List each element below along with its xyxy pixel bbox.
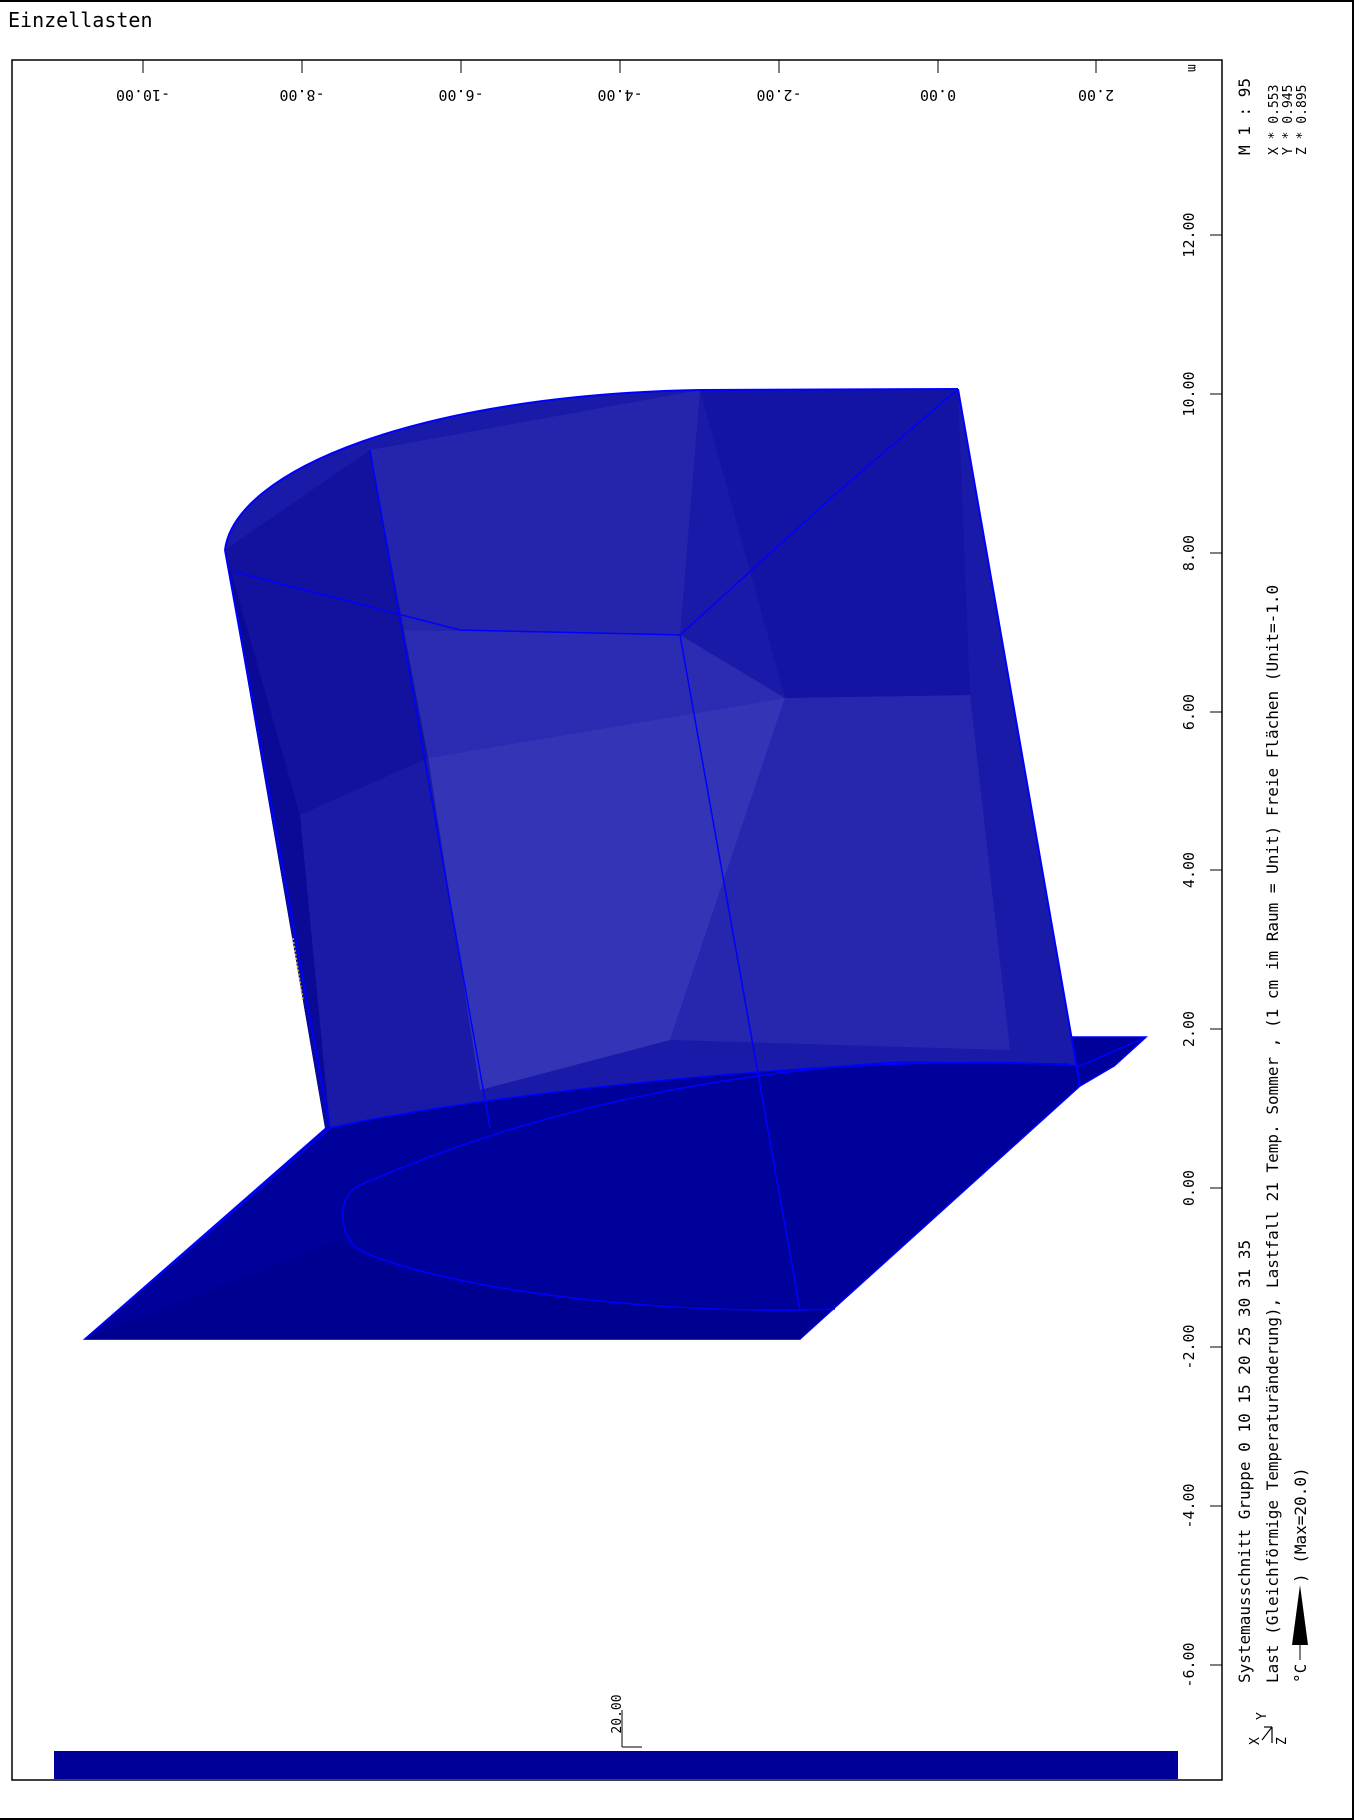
y-tick-label: 10.00 <box>1180 371 1198 416</box>
shell-edge <box>234 388 959 636</box>
y-tick-label: 12.00 <box>1180 212 1198 257</box>
y-tick-label: -2.00 <box>1180 1324 1198 1369</box>
x-tick-label: -4.00 <box>597 86 642 104</box>
shell-facet <box>300 758 480 1128</box>
x-tick-label: -8.00 <box>279 86 324 104</box>
frame-right-border <box>1352 0 1354 1820</box>
x-tick-label: -2.00 <box>756 86 801 104</box>
triad-y-label: Y <box>1255 1712 1270 1720</box>
plot-frame <box>11 59 1223 1781</box>
shell-facet <box>700 389 970 698</box>
shell-edge <box>369 449 491 1129</box>
shell-edge <box>957 388 1081 1087</box>
axis-triad-icon: X Y Z <box>1248 1712 1290 1745</box>
y-tick-label: 4.00 <box>1180 852 1198 888</box>
y-tick-label: 6.00 <box>1180 694 1198 730</box>
shell-facet <box>400 630 785 758</box>
y-axis: 12.00 10.00 8.00 6.00 4.00 2.00 0.00 -2.… <box>1180 212 1222 1688</box>
x-tick-label: -6.00 <box>438 86 483 104</box>
page-title: Einzellasten <box>8 8 153 32</box>
triad-z-label: Z <box>1275 1737 1290 1745</box>
color-legend: 20.00 <box>54 1694 1178 1779</box>
shell-base-edge <box>341 1184 836 1311</box>
caption: Systemausschnitt Gruppe 0 10 15 20 25 30… <box>1235 585 1310 1683</box>
scale-y-factor: Y * 0.945 <box>1281 85 1296 155</box>
scale-info: M 1 : 95 X * 0.553 Y * 0.945 Z * 0.895 <box>1235 78 1310 155</box>
x-axis-unit: m <box>1184 64 1199 72</box>
x-tick-label: 2.00 <box>1078 86 1114 104</box>
y-tick-label: 8.00 <box>1180 535 1198 571</box>
caption-line-1: Systemausschnitt Gruppe 0 10 15 20 25 30… <box>1235 1240 1254 1683</box>
shell-base-edge <box>359 1061 1071 1186</box>
frame-top-border <box>0 0 1354 2</box>
shell-facet <box>225 450 428 815</box>
y-tick-label: -4.00 <box>1180 1483 1198 1528</box>
caption-line-2: Last (Gleichförmige Temperaturänderung),… <box>1263 585 1282 1683</box>
legend-bar <box>54 1751 1178 1779</box>
y-tick-label: 2.00 <box>1180 1011 1198 1047</box>
shell-facet <box>670 695 1010 1050</box>
shell-edge <box>224 549 331 1129</box>
triad-axis <box>1261 1726 1273 1741</box>
scale-z-factor: Z * 0.895 <box>1295 85 1310 155</box>
scale-ratio: M 1 : 95 <box>1235 78 1254 155</box>
shell-structure <box>82 388 1148 1340</box>
shell-facet <box>370 390 700 635</box>
load-marker <box>292 937 304 1001</box>
x-tick-label: 0.00 <box>920 86 956 104</box>
x-tick-label: -10.00 <box>116 86 170 104</box>
base-plate-shadow <box>85 1240 832 1339</box>
scale-x-factor: X * 0.553 <box>1267 85 1282 155</box>
caption-unit: °C <box>1291 1664 1310 1683</box>
shell-top-edge <box>224 388 959 551</box>
y-tick-label: -6.00 <box>1180 1642 1198 1687</box>
shell-edge <box>679 634 801 1311</box>
shell-facet <box>428 698 785 1090</box>
legend-arrow-icon <box>1292 1585 1308 1645</box>
legend-value: 20.00 <box>610 1694 625 1733</box>
y-tick-label: 0.00 <box>1180 1170 1198 1206</box>
triad-x-label: X <box>1248 1737 1263 1745</box>
x-axis: 2.00 0.00 -2.00 -4.00 -6.00 -8.00 -10.00… <box>116 60 1199 104</box>
frame-bottom-border <box>0 1818 1354 1820</box>
caption-max: ) (Max=20.0) <box>1291 1467 1310 1583</box>
